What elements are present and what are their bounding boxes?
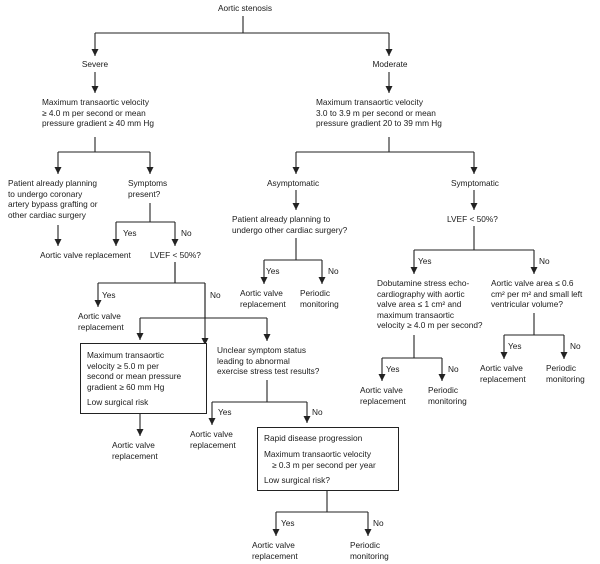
- dob-yes-label: Yes: [386, 364, 400, 374]
- arrowhead: [303, 416, 311, 423]
- arrowhead: [201, 338, 209, 345]
- high-gradient-box: [80, 343, 207, 414]
- severe-node: Severe: [81, 59, 109, 69]
- unclear-yes-label: Yes: [218, 407, 232, 417]
- dob-no-label: No: [448, 364, 459, 374]
- arrowhead: [410, 267, 418, 274]
- va-yes-label: Yes: [508, 341, 522, 351]
- arrowhead: [146, 167, 154, 174]
- rapid-progression-risk: Low surgical risk?: [264, 475, 330, 485]
- severe-avr-node: Aortic valve replacement: [40, 250, 131, 260]
- arrowhead: [136, 429, 144, 436]
- arrowhead: [94, 300, 102, 307]
- root-node: Aortic stenosis: [218, 3, 272, 13]
- arrowhead: [470, 203, 478, 210]
- arrowhead: [500, 352, 508, 359]
- severe-lvef-no-label: No: [210, 290, 221, 300]
- arrowhead: [378, 374, 386, 381]
- mod-lvef-no-label: No: [539, 256, 550, 266]
- asym-yes-label: Yes: [266, 266, 280, 276]
- arrowhead: [438, 374, 446, 381]
- arrowhead: [470, 167, 478, 174]
- arrowhead: [385, 86, 393, 93]
- arrowhead: [54, 167, 62, 174]
- arrowhead: [208, 418, 216, 425]
- arrowhead: [260, 277, 268, 284]
- mod-lvef-yes-label: Yes: [418, 256, 432, 266]
- va-no-label: No: [570, 341, 581, 351]
- arrowhead: [364, 529, 372, 536]
- arrowhead: [91, 49, 99, 56]
- asymptomatic-node: Asymptomatic: [267, 178, 320, 188]
- severe-lvef-question: LVEF < 50%?: [150, 250, 201, 260]
- rapid-progression-criteria: Maximum transaortic velocity≥ 0.3 m per …: [264, 449, 376, 470]
- arrowhead: [136, 333, 144, 340]
- arrowhead: [318, 277, 326, 284]
- arrowhead: [171, 239, 179, 246]
- arrowhead: [292, 167, 300, 174]
- arrowhead: [54, 239, 62, 246]
- severe-criteria: Maximum transaortic velocity≥ 4.0 m per …: [42, 97, 154, 128]
- arrowhead: [272, 529, 280, 536]
- rapid-progression-box: [257, 427, 399, 491]
- dobutamine-question: Dobutamine stress echo-cardiography with…: [377, 278, 483, 330]
- rapid-yes-label: Yes: [281, 518, 295, 528]
- arrowhead: [385, 49, 393, 56]
- symptomatic-node: Symptomatic: [451, 178, 499, 188]
- arrowhead: [292, 203, 300, 210]
- high-gradient-risk: Low surgical risk: [87, 397, 149, 407]
- rapid-no-label: No: [373, 518, 384, 528]
- arrowhead: [560, 352, 568, 359]
- rapid-progression-title: Rapid disease progression: [264, 433, 363, 443]
- moderate-node: Moderate: [372, 59, 408, 69]
- arrowhead: [263, 334, 271, 341]
- asym-no-label: No: [328, 266, 339, 276]
- mod-lvef-question: LVEF < 50%?: [447, 214, 498, 224]
- symptoms-no-label: No: [181, 228, 192, 238]
- arrowhead: [91, 86, 99, 93]
- severe-lvef-yes-label: Yes: [102, 290, 116, 300]
- arrowhead: [530, 267, 538, 274]
- arrowhead: [112, 239, 120, 246]
- symptoms-yes-label: Yes: [123, 228, 137, 238]
- unclear-no-label: No: [312, 407, 323, 417]
